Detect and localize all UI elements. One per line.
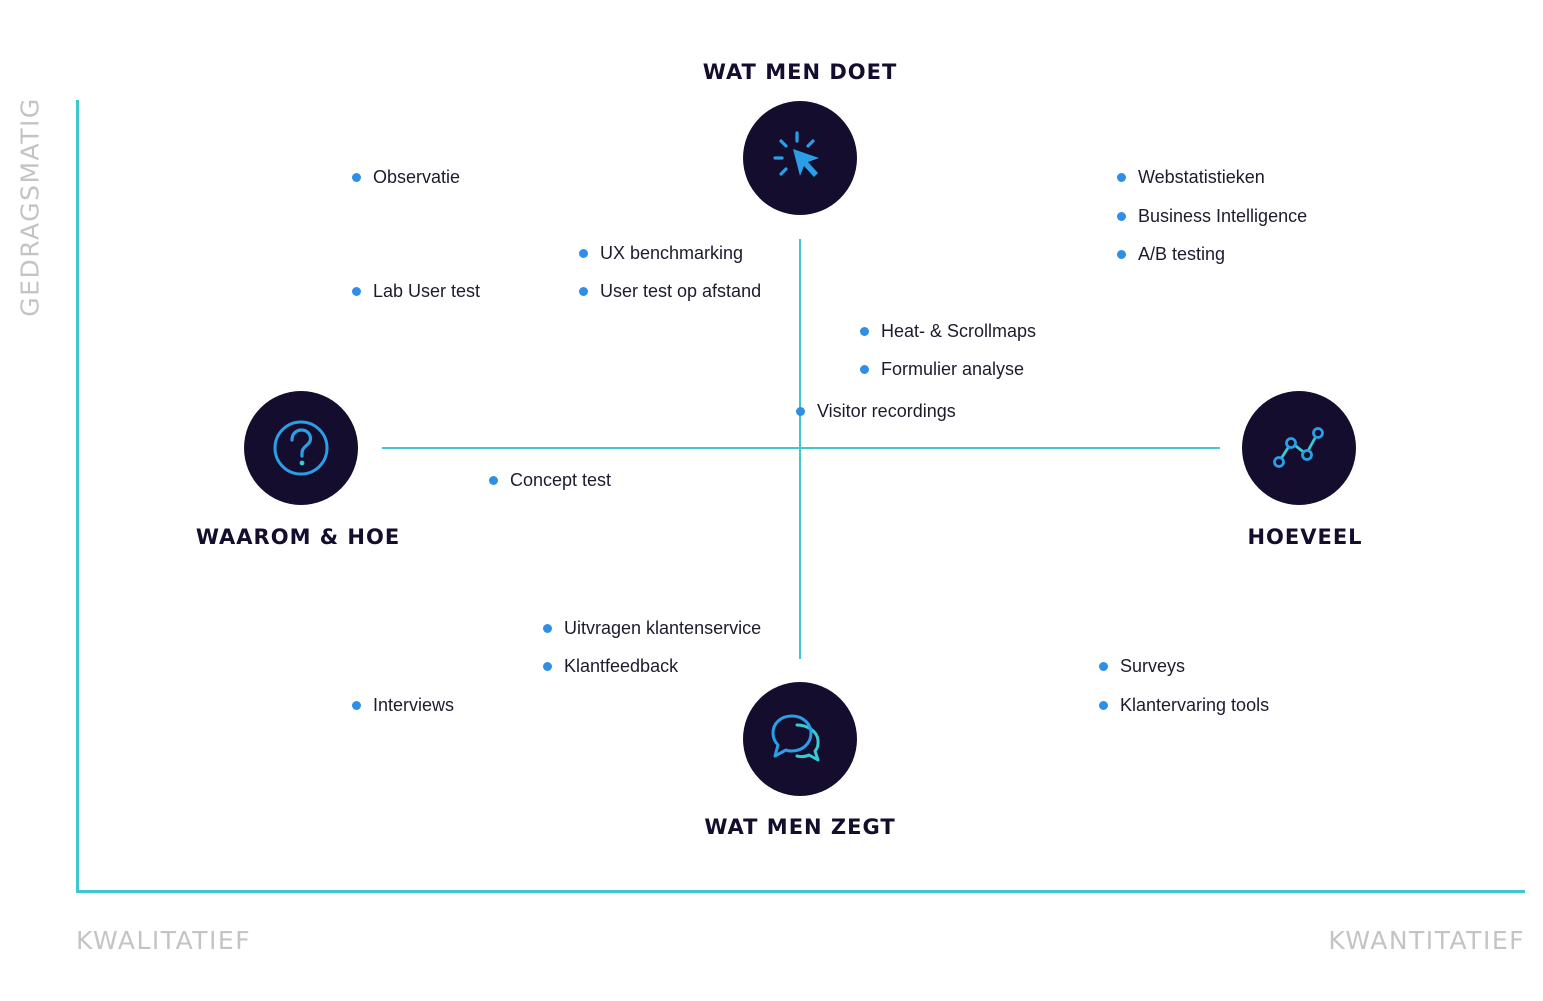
method-item: Visitor recordings [796, 401, 956, 422]
method-item: Concept test [489, 470, 611, 491]
method-item: Heat- & Scrollmaps [860, 321, 1036, 342]
bullet-dot [1117, 250, 1126, 259]
method-label: UX benchmarking [600, 243, 744, 263]
method-label: Uitvragen klantenservice [564, 618, 762, 638]
method-label: Klantervaring tools [1120, 695, 1270, 715]
y-axis-line [76, 100, 79, 892]
quadrant-title-bottom: WAT MEN ZEGT [704, 815, 896, 839]
method-item: Webstatistieken [1117, 167, 1265, 188]
y-axis-label: GEDRAGSMATIG [15, 97, 45, 317]
method-item: Surveys [1099, 656, 1185, 677]
x-axis-line [76, 890, 1525, 893]
quadrant-title-top: WAT MEN DOET [702, 60, 898, 84]
quadrant-title-left: WAAROM & HOE [195, 525, 401, 549]
bullet-dot [1117, 173, 1126, 182]
method-item: Observatie [352, 167, 460, 188]
method-item: Interviews [352, 695, 454, 716]
bullet-dot [352, 701, 361, 710]
bullet-dot [579, 249, 588, 258]
cursor-click-icon [773, 131, 819, 177]
circle-left [244, 391, 358, 505]
method-item: Klantervaring tools [1099, 695, 1269, 716]
bullet-dot [543, 662, 552, 671]
method-item: Klantfeedback [543, 656, 678, 677]
x-axis-label-left: KWALITATIEF [76, 926, 252, 955]
method-item: User test op afstand [579, 281, 761, 302]
method-label: User test op afstand [600, 281, 762, 301]
method-label: Business Intelligence [1138, 206, 1308, 226]
method-label: Formulier analyse [881, 359, 1025, 379]
circle-right [1242, 391, 1356, 505]
bullet-dot [1099, 662, 1108, 671]
method-item: Business Intelligence [1117, 206, 1307, 227]
circle-top [743, 101, 857, 215]
quadrant-title-right: HOEVEEL [1247, 525, 1363, 549]
method-label: Lab User test [373, 281, 481, 301]
chat-bubbles-icon [771, 714, 820, 762]
method-item: UX benchmarking [579, 243, 743, 264]
method-item: A/B testing [1117, 244, 1225, 265]
bullet-dot [1117, 212, 1126, 221]
bullet-dot [543, 624, 552, 633]
horizontal-divider [382, 447, 1220, 449]
bullet-dot [1099, 701, 1108, 710]
vertical-divider [799, 239, 801, 659]
method-item: Lab User test [352, 281, 480, 302]
method-item: Formulier analyse [860, 359, 1024, 380]
method-label: Heat- & Scrollmaps [881, 321, 1037, 341]
bullet-dot [352, 287, 361, 296]
bullet-dot [860, 365, 869, 374]
bullet-dot [579, 287, 588, 296]
method-item: Uitvragen klantenservice [543, 618, 761, 639]
x-axis-label-right: KWANTITATIEF [1328, 926, 1525, 955]
method-label: Observatie [373, 167, 461, 187]
method-label: Interviews [373, 695, 455, 715]
bullet-dot [489, 476, 498, 485]
question-mark-icon [273, 420, 329, 476]
method-label: Concept test [510, 470, 612, 490]
bullet-dot [796, 407, 805, 416]
method-label: Klantfeedback [564, 656, 679, 676]
method-label: Visitor recordings [817, 401, 956, 421]
bullet-dot [860, 327, 869, 336]
method-label: A/B testing [1138, 244, 1226, 264]
bullet-dot [352, 173, 361, 182]
line-chart-icon [1273, 427, 1324, 468]
method-label: Webstatistieken [1138, 167, 1265, 187]
method-label: Surveys [1120, 656, 1186, 676]
circle-bottom [743, 682, 857, 796]
